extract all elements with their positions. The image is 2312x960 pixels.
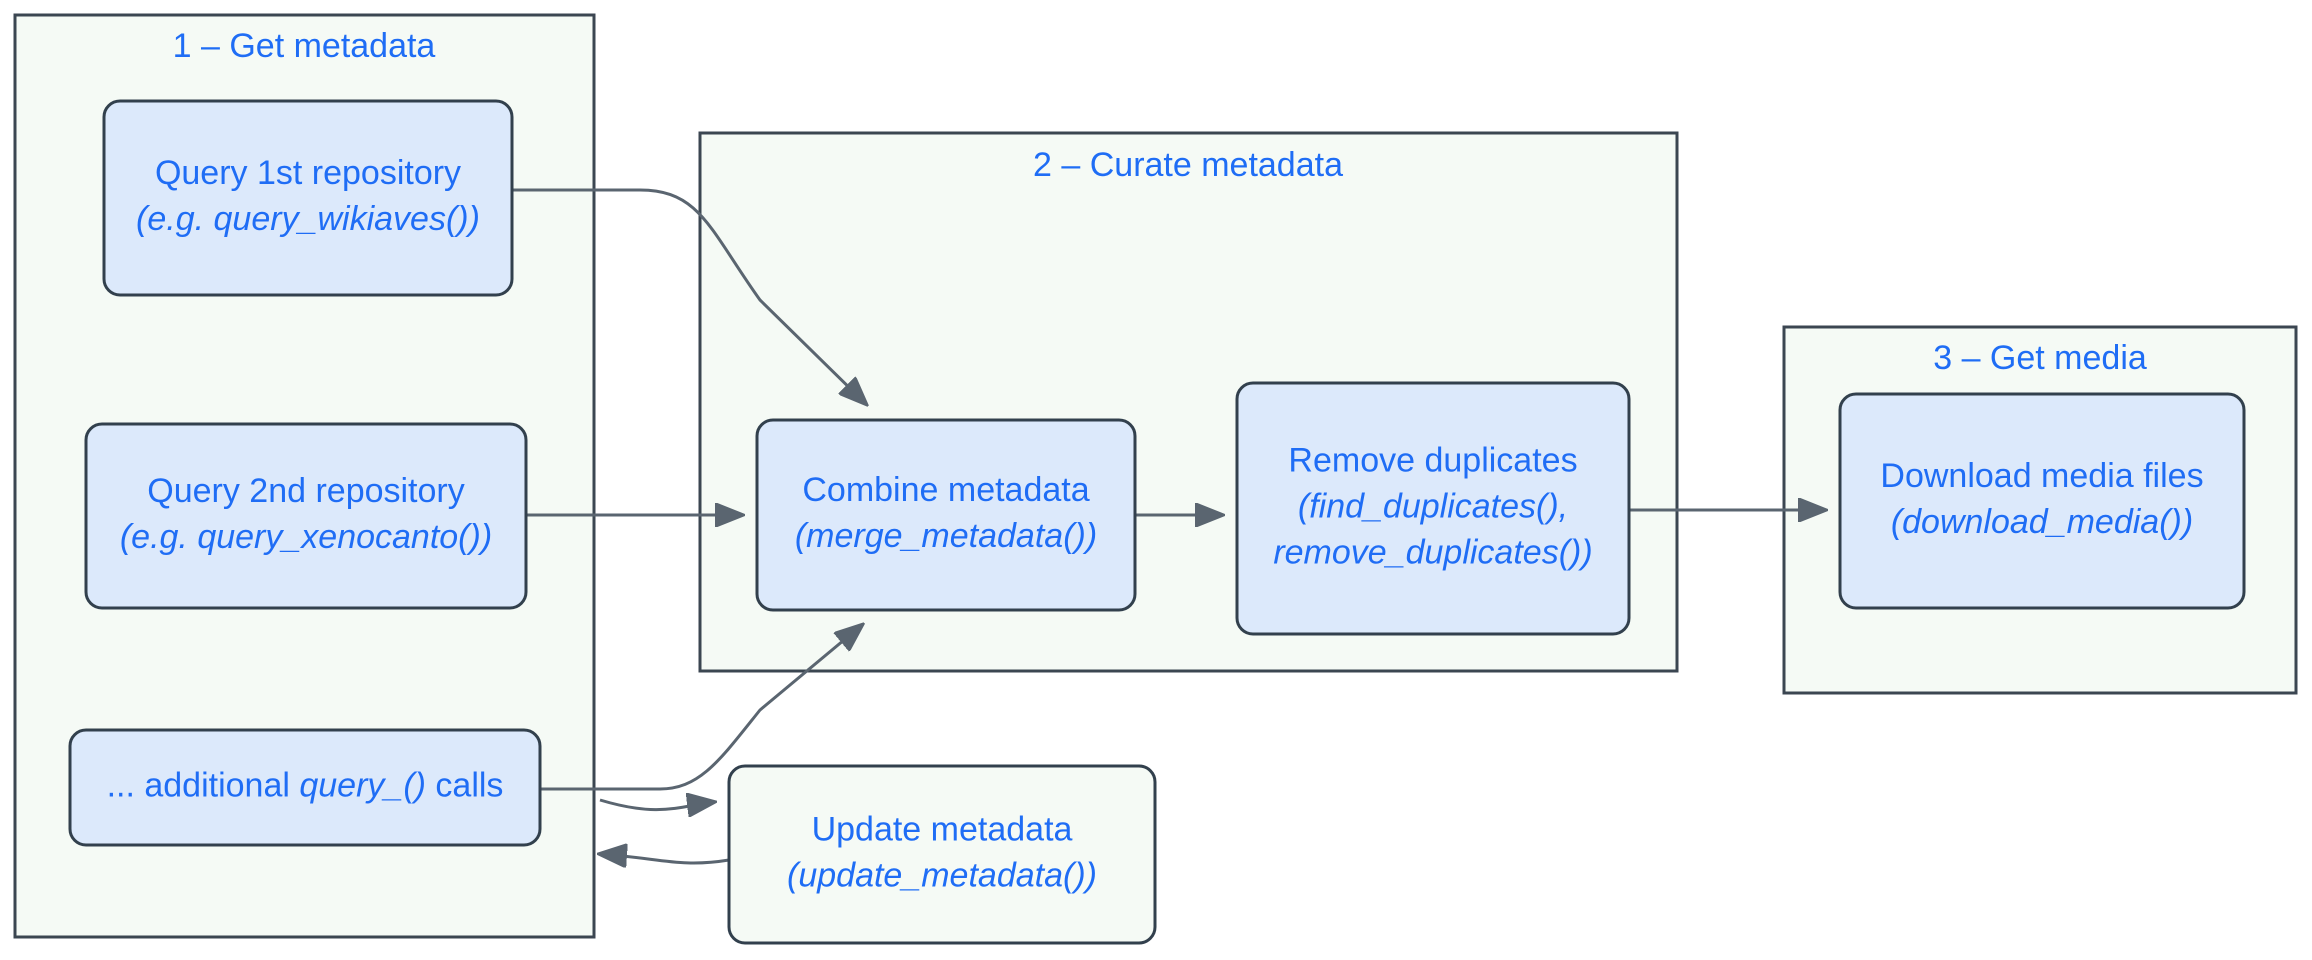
node-download-media-rect[interactable] <box>1838 392 2246 610</box>
node-remove-duplicates[interactable]: Remove duplicates (find_duplicates(),remo… <box>1235 381 1631 636</box>
edge-query1-to-combine <box>512 188 866 404</box>
group-1-title: 1 – Get metadata <box>173 27 436 65</box>
node-additional-queries-line-1: ... additional query_() calls <box>107 766 504 804</box>
node-update-metadata-line-1: Update metadata <box>812 810 1073 848</box>
edge-update-to-additional <box>600 854 730 863</box>
group-2-title: 2 – Curate metadata <box>1033 146 1343 184</box>
node-additional-queries-rect[interactable] <box>68 728 542 847</box>
node-combine-metadata-line-1: Combine metadata <box>802 471 1089 509</box>
node-download-media-line-2: (download_media()) <box>1891 503 2193 541</box>
node-query-1st-line-2: (e.g. query_wikiaves()) <box>136 200 480 238</box>
node-combine-metadata-line-2: (merge_metadata()) <box>795 517 1097 555</box>
node-update-metadata-rect[interactable] <box>727 764 1157 945</box>
node-additional-queries[interactable]: ... additional query_() calls <box>68 728 542 847</box>
node-update-metadata-line-2: (update_metadata()) <box>787 856 1097 894</box>
edge-layer <box>512 188 1825 863</box>
node-layer: Query 1st repository (e.g. query_wikiaves… <box>68 99 2246 945</box>
node-remove-duplicates-line-3: remove_duplicates()) <box>1273 533 1592 571</box>
node-query-2nd-rect[interactable] <box>84 422 528 610</box>
node-query-2nd[interactable]: Query 2nd repository (e.g. query_xenocant… <box>84 422 528 610</box>
node-remove-duplicates-rect[interactable] <box>1235 381 1631 636</box>
node-update-metadata[interactable]: Update metadata (update_metadata()) <box>727 764 1157 945</box>
edge-additional-to-combine <box>540 625 862 791</box>
node-combine-metadata-rect[interactable] <box>755 418 1137 612</box>
node-query-1st-rect[interactable] <box>102 99 514 297</box>
node-download-media[interactable]: Download media files (download_media()) <box>1838 392 2246 610</box>
edge-additional-to-update <box>599 800 714 810</box>
node-query-2nd-line-2: (e.g. query_xenocanto()) <box>120 518 492 556</box>
group-3-title: 3 – Get media <box>1933 339 2147 377</box>
node-query-1st[interactable]: Query 1st repository (e.g. query_wikiaves… <box>102 99 514 297</box>
node-download-media-line-1: Download media files <box>1880 457 2203 495</box>
node-remove-duplicates-line-2: (find_duplicates(), <box>1298 487 1568 525</box>
node-combine-metadata[interactable]: Combine metadata (merge_metadata()) <box>755 418 1137 612</box>
node-query-1st-line-1: Query 1st repository <box>155 154 461 192</box>
node-remove-duplicates-line-1: Remove duplicates <box>1288 441 1577 479</box>
node-query-2nd-line-1: Query 2nd repository <box>147 472 465 510</box>
